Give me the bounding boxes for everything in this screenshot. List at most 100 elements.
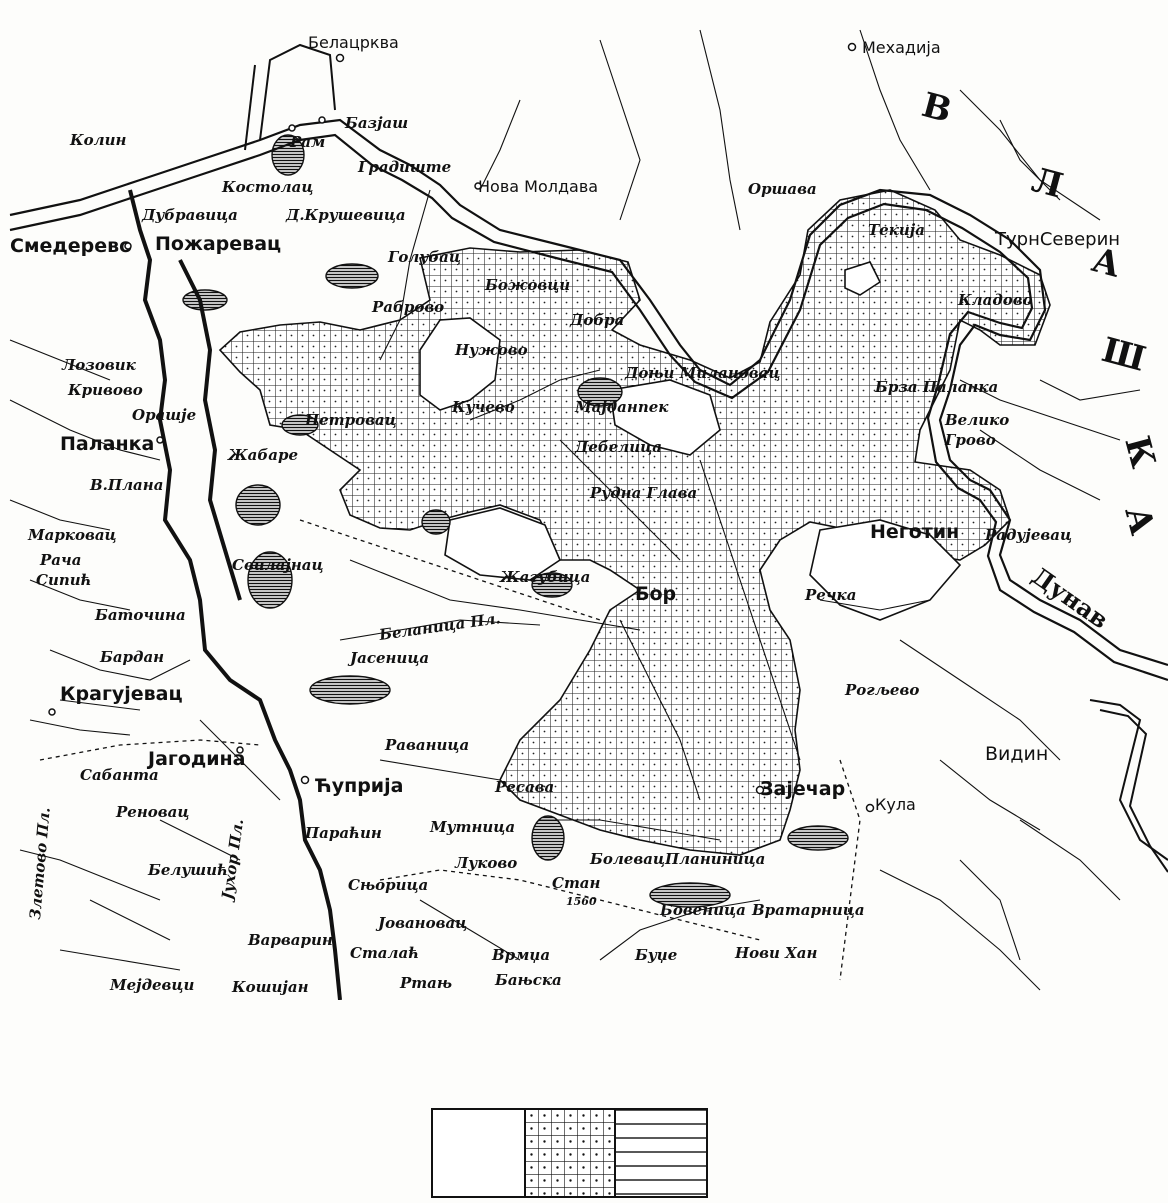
region-letter-2: Л <box>1028 160 1067 206</box>
label-bolevac: Болевац <box>589 850 665 868</box>
label-kragujevac: Крагујевац <box>60 683 183 705</box>
label-d-milanovac: Доњи Милановац <box>624 364 780 382</box>
label-batocina: Баточина <box>94 606 186 624</box>
label-kolin: Колин <box>69 131 127 149</box>
region-letter-5: К <box>1116 432 1163 472</box>
label-lukovo: Луково <box>454 854 517 872</box>
label-bor: Бор <box>635 583 676 605</box>
label-vidin: Видин <box>985 743 1048 765</box>
label-jasenica: Јасеница <box>347 649 429 667</box>
label-kucevo: Кучево <box>451 398 515 416</box>
label-snorica: Сњорица <box>348 876 428 894</box>
label-petrovac: Петровац <box>304 411 397 429</box>
label-turn-severin: ТурнСеверин <box>994 229 1120 250</box>
label-varvarin: Варварин <box>247 931 333 949</box>
label-d-krusevica: Д.Крушевица <box>285 206 406 224</box>
label-belanica: Беланица Пл. <box>377 609 502 644</box>
blank-terrain <box>419 261 962 621</box>
hatch-zajecar <box>787 825 849 851</box>
geologic-map: В Л А Ш К А Дунав Белацрква Мехадија Баз… <box>9 29 1168 1000</box>
label-bazjas: Базјаш <box>344 114 408 132</box>
label-ravanica: Раваница <box>384 736 469 754</box>
label-ram: Рам <box>289 133 325 151</box>
label-krivo: Кривово <box>67 381 143 399</box>
label-recka: Речка <box>804 586 856 604</box>
label-bozovci: Божовци <box>484 276 570 294</box>
label-negotin: Неготин <box>870 521 959 543</box>
label-paracin: Параћин <box>304 824 382 842</box>
label-radujevac: Радујевац <box>984 526 1072 544</box>
label-dobra: Добра <box>569 311 624 329</box>
label-rudna: Рудна Глава <box>589 484 697 502</box>
label-jarinja: Ресава <box>494 778 554 796</box>
label-palanka: Паланка <box>60 433 154 455</box>
label-pozarevac: Пожаревац <box>155 233 281 255</box>
hatch-pozarevac <box>325 263 379 289</box>
hatch-zvizd <box>421 509 451 535</box>
label-zabare: Жабаре <box>227 446 298 464</box>
settlement-dots <box>48 42 875 813</box>
label-stan-elev: 1560 <box>566 895 597 908</box>
hatch-rtanj <box>531 815 565 861</box>
label-stalac: Сталаћ <box>350 944 419 962</box>
hatch-senje <box>309 675 391 705</box>
terrain-hole-kucevo <box>419 317 501 411</box>
label-mutnica: Мутница <box>429 818 515 836</box>
place-labels: Белацрква Мехадија Базјаш Колин Рам Град… <box>10 33 1120 996</box>
label-dubravica: Дубравица <box>141 206 238 224</box>
dunav-label: Дунав <box>1027 561 1114 634</box>
label-smederevo: Смедерево <box>10 235 132 257</box>
legend-grid-dotted <box>524 1108 616 1198</box>
label-nova-moldava: Нова Молдава <box>478 177 598 196</box>
hatch-ram <box>271 134 305 176</box>
legend-hatched <box>614 1108 708 1198</box>
label-renovac: Реновац <box>115 803 189 821</box>
label-bela-crkva: Белацрква <box>308 33 399 52</box>
region-letter-1: В <box>918 85 956 131</box>
danube-river <box>9 43 1168 873</box>
label-orsava: Оршава <box>748 180 817 198</box>
label-golubac: Голубац <box>387 248 461 266</box>
hatched-terrain <box>182 134 849 908</box>
label-rabrovo: Раброво <box>371 298 444 316</box>
label-zlediste: Злетово Пл. <box>26 807 54 921</box>
label-zagubica: Жагубица <box>499 568 590 586</box>
label-zajecar: Зајечар <box>760 778 845 800</box>
label-novi-han: Нови Хан <box>734 944 818 962</box>
hatch-zagubica <box>531 572 573 598</box>
label-grovo: Грово <box>944 431 996 449</box>
label-brza-palanka: Брза Паланка <box>874 378 998 396</box>
label-vratarnica: Вратарница <box>751 901 865 919</box>
label-planinica: Планиница <box>664 850 765 868</box>
hatch-osanica <box>182 289 228 311</box>
hatch-knjazevac <box>649 882 731 908</box>
label-bardan: Бардан <box>99 648 164 666</box>
label-svilajnac: Свилајнац <box>232 556 324 574</box>
label-kula: Кула <box>875 795 916 814</box>
terrain-hole-zagubica <box>444 507 561 581</box>
label-b-plana: В.Плана <box>89 476 163 494</box>
label-kladovo: Кладово <box>957 291 1033 309</box>
label-jovanovac: Јовановац <box>375 914 467 932</box>
label-sipic: Сипић <box>36 571 92 589</box>
label-mehadija: Мехадија <box>862 38 941 57</box>
legend <box>431 1108 708 1198</box>
hatch-petrovac <box>281 414 319 436</box>
hatch-sipovica <box>235 484 281 526</box>
region-letter-6: А <box>1116 502 1162 539</box>
label-banjska: Бањска <box>494 971 562 989</box>
label-gradiste: Градиште <box>357 158 451 176</box>
label-brvenica: Бовеница <box>659 901 746 919</box>
label-veliko: Велико <box>944 411 1009 429</box>
label-saban: Сабанта <box>80 766 159 784</box>
label-jagodina: Јагодина <box>146 748 245 770</box>
label-kostolac: Костолац <box>221 178 313 196</box>
label-bucje: Буџе <box>634 946 677 964</box>
label-rogljevo: Рогљево <box>844 681 919 699</box>
label-vrmdza: Врмџа <box>491 946 550 964</box>
label-stan: Стан <box>552 874 601 892</box>
label-cerovica: Кошијан <box>231 978 309 996</box>
label-orasje: Орашје <box>132 406 196 424</box>
label-lozovik: Лозовик <box>61 356 137 374</box>
